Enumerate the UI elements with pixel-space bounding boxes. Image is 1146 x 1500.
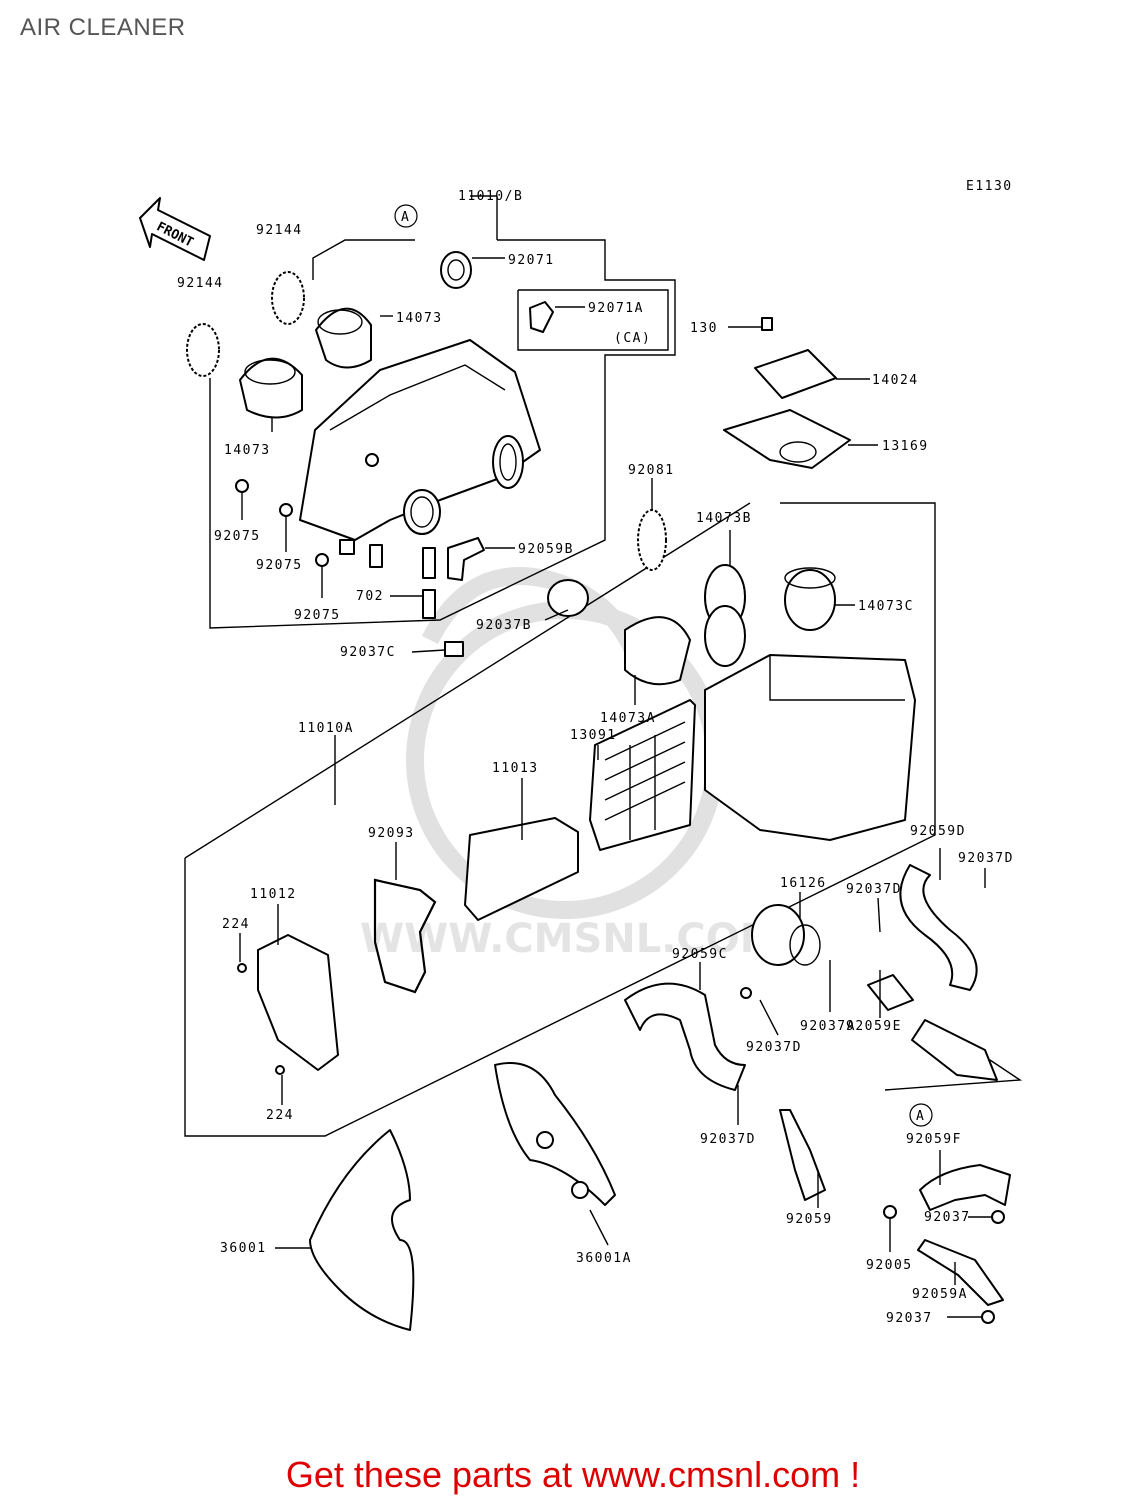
- part-label: 224: [266, 1108, 294, 1123]
- side-cover: [237, 934, 339, 1075]
- callout-a-top: A: [394, 204, 418, 228]
- part-label: 92037D: [746, 1040, 802, 1055]
- part-label: 92059E: [846, 1019, 902, 1034]
- page-title: AIR CLEANER: [20, 14, 186, 41]
- part-label: 92037B: [476, 618, 532, 633]
- part-label: 92037D: [700, 1132, 756, 1147]
- callout-a-bottom: A: [909, 1103, 933, 1127]
- part-label: 92075: [214, 529, 261, 544]
- upper-assembly-frame: [209, 195, 676, 629]
- part-label: 92059F: [906, 1132, 962, 1147]
- part-label: 92059C: [672, 947, 728, 962]
- part-label: 14073: [224, 443, 271, 458]
- part-label: 92093: [368, 826, 415, 841]
- right-hoses: [624, 864, 1011, 1324]
- part-label: 14073B: [696, 511, 752, 526]
- part-label: 702: [356, 589, 384, 604]
- part-label: 92144: [256, 223, 303, 238]
- parts-diagram: WWW.CMSNL.COM FRONT: [139, 179, 1023, 1331]
- leader-lines: [239, 257, 1023, 1318]
- part-label: 92037D: [846, 882, 902, 897]
- part-label: 11010/B: [458, 189, 523, 204]
- upper-housing: [299, 339, 541, 568]
- watermark-text: WWW.CMSNL.COM: [360, 916, 780, 962]
- part-label: 92037C: [340, 645, 396, 660]
- part-label: 92059A: [912, 1287, 968, 1302]
- part-label: 36001A: [576, 1251, 632, 1266]
- part-label: 92059D: [910, 824, 966, 839]
- part-label: 14073: [396, 311, 443, 326]
- part-label: 92071: [508, 253, 555, 268]
- part-label: 36001: [220, 1241, 267, 1256]
- part-label: 14024: [872, 373, 919, 388]
- part-label: 92037: [886, 1311, 933, 1326]
- part-label: 13169: [882, 439, 929, 454]
- part-label: 13091: [570, 728, 617, 743]
- svg-text:A: A: [401, 210, 410, 225]
- diagram-code: E1130: [966, 179, 1013, 194]
- part-labels: E1130 11010/B 92144 92144 92071 92071A (…: [177, 179, 1014, 1326]
- part-label: 14073A: [600, 711, 656, 726]
- part-label: 92037D: [958, 851, 1014, 866]
- right-upper-parts: [723, 317, 851, 469]
- covers: [309, 1062, 616, 1331]
- part-label: 11013: [492, 761, 539, 776]
- front-arrow-icon: FRONT: [139, 197, 211, 261]
- part-label: 92037: [924, 1210, 971, 1225]
- part-label: 92075: [294, 608, 341, 623]
- filter-elements: [373, 699, 696, 994]
- part-label: 92059: [786, 1212, 833, 1227]
- lower-housing: [547, 509, 916, 841]
- part-label: 130: [690, 321, 718, 336]
- part-label: 92005: [866, 1258, 913, 1273]
- part-label: 92081: [628, 463, 675, 478]
- part-label: 11012: [250, 887, 297, 902]
- part-label: (CA): [614, 331, 651, 346]
- svg-text:A: A: [916, 1109, 925, 1124]
- part-label: 92144: [177, 276, 224, 291]
- part-label: 92071A: [588, 301, 644, 316]
- part-label: 92037A: [800, 1019, 856, 1034]
- part-label: 92075: [256, 558, 303, 573]
- upper-small-parts: [186, 251, 554, 657]
- part-label: 224: [222, 917, 250, 932]
- part-label: 14073C: [858, 599, 914, 614]
- part-label: 92059B: [518, 542, 574, 557]
- part-label: 11010A: [298, 721, 354, 736]
- footer-banner[interactable]: Get these parts at www.cmsnl.com !: [285, 1454, 861, 1495]
- part-label: 16126: [780, 876, 827, 891]
